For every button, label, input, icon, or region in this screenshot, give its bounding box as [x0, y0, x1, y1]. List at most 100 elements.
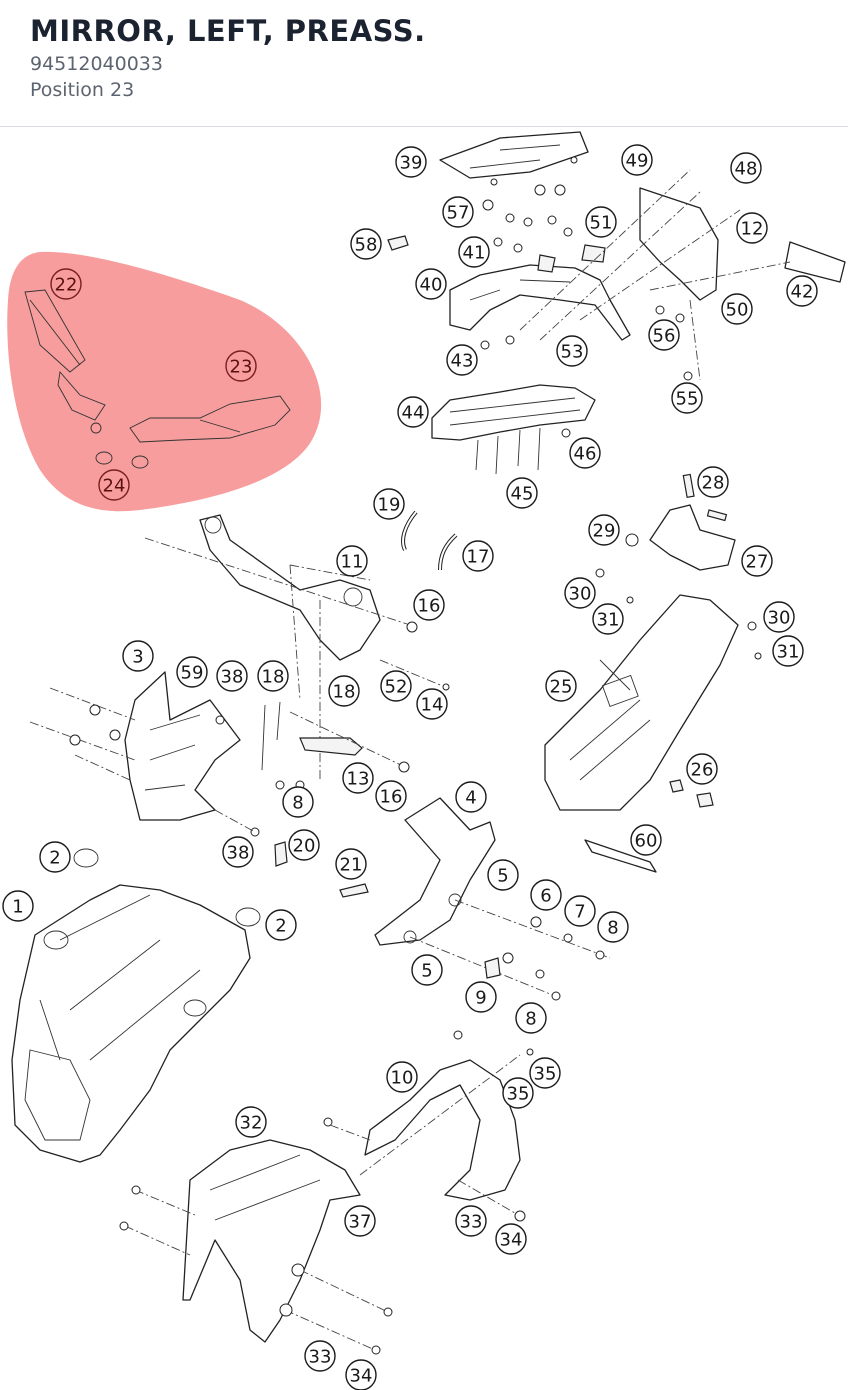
callout-44[interactable]: 44 — [397, 396, 429, 428]
callout-37[interactable]: 37 — [344, 1205, 376, 1237]
callout-35[interactable]: 35 — [502, 1077, 534, 1109]
callout-34[interactable]: 34 — [345, 1359, 377, 1390]
callout-45[interactable]: 45 — [506, 477, 538, 509]
callout-31[interactable]: 31 — [772, 635, 804, 667]
callout-8[interactable]: 8 — [515, 1002, 547, 1034]
callout-label: 13 — [347, 769, 370, 790]
callout-label: 30 — [569, 584, 592, 605]
callout-label: 25 — [550, 677, 573, 698]
callout-40[interactable]: 40 — [415, 268, 447, 300]
callout-label: 1 — [12, 897, 23, 918]
callout-14[interactable]: 14 — [416, 688, 448, 720]
callout-5[interactable]: 5 — [411, 954, 443, 986]
mirror-washers-drawing — [95, 451, 149, 469]
callout-51[interactable]: 51 — [585, 206, 617, 238]
callout-label: 44 — [402, 403, 425, 424]
callout-21[interactable]: 21 — [335, 848, 367, 880]
callout-circle — [786, 275, 818, 307]
callout-60[interactable]: 60 — [630, 824, 662, 856]
callout-label: 7 — [574, 902, 585, 923]
callout-59[interactable]: 59 — [176, 656, 208, 688]
callout-28[interactable]: 28 — [697, 466, 729, 498]
callout-label: 8 — [525, 1009, 536, 1030]
callout-49[interactable]: 49 — [621, 144, 653, 176]
callout-2[interactable]: 2 — [39, 841, 71, 873]
callout-22[interactable]: 22 — [50, 268, 82, 300]
callout-8[interactable]: 8 — [597, 911, 629, 943]
callout-23[interactable]: 23 — [225, 350, 257, 382]
callout-circle — [416, 688, 448, 720]
callout-circle — [373, 488, 405, 520]
callout-35[interactable]: 35 — [529, 1057, 561, 1089]
callout-34[interactable]: 34 — [495, 1223, 527, 1255]
callout-5[interactable]: 5 — [487, 859, 519, 891]
callout-16[interactable]: 16 — [375, 780, 407, 812]
callout-3[interactable]: 3 — [122, 640, 154, 672]
callout-26[interactable]: 26 — [686, 753, 718, 785]
callout-18[interactable]: 18 — [257, 660, 289, 692]
callout-1[interactable]: 1 — [2, 890, 34, 922]
callout-circle — [686, 753, 718, 785]
callout-27[interactable]: 27 — [741, 545, 773, 577]
callout-42[interactable]: 42 — [786, 275, 818, 307]
callout-circle — [772, 635, 804, 667]
callout-39[interactable]: 39 — [395, 146, 427, 178]
callout-circle — [98, 469, 130, 501]
callout-48[interactable]: 48 — [730, 152, 762, 184]
callout-58[interactable]: 58 — [350, 228, 382, 260]
callout-8[interactable]: 8 — [282, 786, 314, 818]
callout-4[interactable]: 4 — [455, 781, 487, 813]
callout-30[interactable]: 30 — [564, 577, 596, 609]
callout-38[interactable]: 38 — [216, 660, 248, 692]
callout-13[interactable]: 13 — [342, 762, 374, 794]
headlight-housing-drawing — [29, 671, 260, 837]
callout-label: 29 — [593, 521, 616, 542]
callout-label: 58 — [355, 235, 378, 256]
callout-43[interactable]: 43 — [446, 344, 478, 376]
mirror-left-drawing[interactable] — [24, 289, 106, 434]
callout-31[interactable]: 31 — [592, 603, 624, 635]
callout-19[interactable]: 19 — [373, 488, 405, 520]
callout-circle — [176, 656, 208, 688]
callout-17[interactable]: 17 — [462, 540, 494, 572]
callout-6[interactable]: 6 — [530, 879, 562, 911]
callout-label: 52 — [385, 677, 408, 698]
callout-circle — [122, 640, 154, 672]
callout-label: 9 — [475, 988, 486, 1009]
callout-label: 24 — [103, 476, 126, 497]
callout-circle — [741, 545, 773, 577]
callout-55[interactable]: 55 — [671, 382, 703, 414]
callout-circle — [564, 577, 596, 609]
callout-52[interactable]: 52 — [380, 670, 412, 702]
callout-50[interactable]: 50 — [721, 293, 753, 325]
callout-53[interactable]: 53 — [556, 335, 588, 367]
callout-circle — [380, 670, 412, 702]
callout-2[interactable]: 2 — [265, 909, 297, 941]
callout-18[interactable]: 18 — [328, 675, 360, 707]
callout-label: 40 — [420, 275, 443, 296]
callout-16[interactable]: 16 — [413, 589, 445, 621]
callout-24[interactable]: 24 — [98, 469, 130, 501]
callout-9[interactable]: 9 — [465, 981, 497, 1013]
callout-circle — [648, 319, 680, 351]
callout-20[interactable]: 20 — [288, 829, 320, 861]
callout-label: 49 — [626, 151, 649, 172]
callout-57[interactable]: 57 — [442, 196, 474, 228]
mirror-right-drawing[interactable] — [129, 395, 291, 443]
callout-33[interactable]: 33 — [304, 1340, 336, 1372]
callout-11[interactable]: 11 — [336, 545, 368, 577]
callout-circle — [630, 824, 662, 856]
callout-7[interactable]: 7 — [564, 895, 596, 927]
callout-46[interactable]: 46 — [569, 437, 601, 469]
callout-56[interactable]: 56 — [648, 319, 680, 351]
callout-10[interactable]: 10 — [386, 1061, 418, 1093]
callout-25[interactable]: 25 — [545, 670, 577, 702]
callout-30[interactable]: 30 — [763, 601, 795, 633]
callout-29[interactable]: 29 — [588, 514, 620, 546]
callout-12[interactable]: 12 — [736, 212, 768, 244]
callout-32[interactable]: 32 — [235, 1106, 267, 1138]
callout-38[interactable]: 38 — [222, 836, 254, 868]
callout-33[interactable]: 33 — [455, 1205, 487, 1237]
callout-label: 34 — [500, 1230, 523, 1251]
callout-41[interactable]: 41 — [458, 236, 490, 268]
